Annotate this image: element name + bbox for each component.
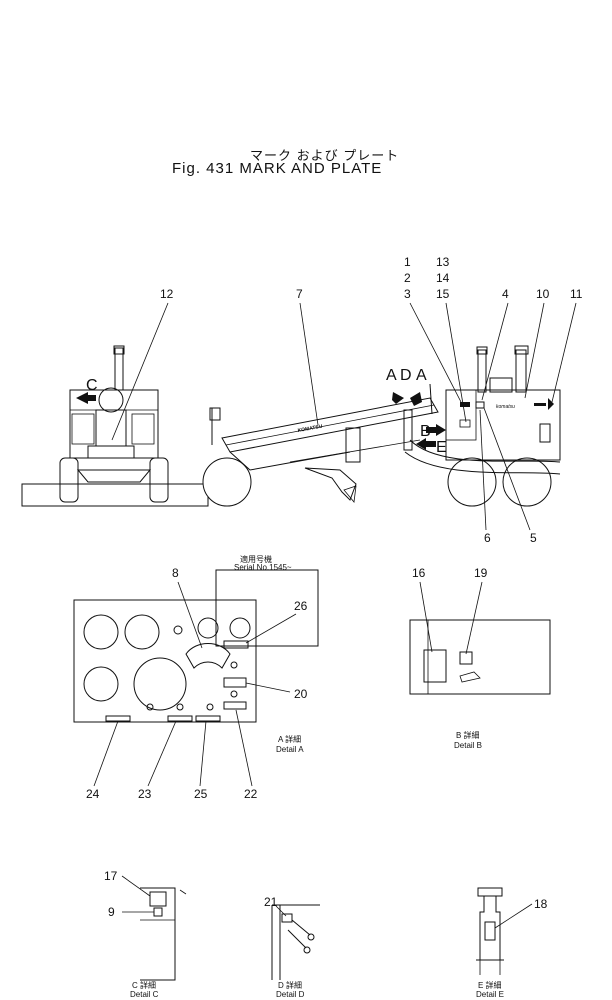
serial-note-jp: 適用号機 bbox=[240, 554, 272, 564]
callout-3: 3 bbox=[404, 287, 411, 301]
callout-2: 2 bbox=[404, 271, 411, 285]
callout-12: 12 bbox=[160, 287, 174, 301]
callout-26: 26 bbox=[294, 599, 308, 613]
detail-d-caption: Detail D bbox=[276, 990, 305, 999]
callout-24: 24 bbox=[86, 787, 100, 801]
callout-17: 17 bbox=[104, 869, 118, 883]
callout-13: 13 bbox=[436, 255, 450, 269]
callout-25: 25 bbox=[194, 787, 208, 801]
serial-note: Serial No.1545~ bbox=[234, 563, 292, 572]
detail-b-caption-jp: B 詳細 bbox=[456, 730, 480, 740]
view-letter-a: A bbox=[386, 367, 397, 384]
svg-text:komatsu: komatsu bbox=[496, 404, 515, 410]
callout-1: 1 bbox=[404, 255, 411, 269]
callout-10: 10 bbox=[536, 287, 550, 301]
detail-a-caption-jp: A 詳細 bbox=[278, 734, 301, 744]
view-letter-d: D bbox=[400, 367, 412, 384]
view-letter-a-2: A bbox=[416, 367, 427, 384]
front-view bbox=[21, 345, 209, 507]
komatsu-decal: KOMATSU bbox=[297, 424, 323, 434]
figure-title-jp: マーク および プレート bbox=[250, 148, 400, 163]
callout-20: 20 bbox=[294, 687, 308, 701]
callout-16: 16 bbox=[412, 566, 426, 580]
view-letter-e: E bbox=[436, 439, 447, 456]
callout-11: 11 bbox=[570, 287, 583, 301]
leader-lines bbox=[93, 302, 577, 929]
callout-23: 23 bbox=[138, 787, 152, 801]
callout-4: 4 bbox=[502, 287, 509, 301]
view-letter-b: B bbox=[420, 423, 431, 440]
detail-c-caption-jp: C 詳細 bbox=[132, 980, 156, 990]
detail-b-view bbox=[409, 619, 551, 695]
detail-c-caption: Detail C bbox=[130, 990, 159, 999]
callout-15: 15 bbox=[436, 287, 450, 301]
callout-8: 8 bbox=[172, 566, 179, 580]
detail-a-panel bbox=[73, 569, 319, 723]
callout-5: 5 bbox=[530, 531, 537, 545]
detail-e-caption: Detail E bbox=[476, 990, 504, 999]
callout-6: 6 bbox=[484, 531, 491, 545]
detail-a-caption: Detail A bbox=[276, 745, 304, 754]
detail-e-view bbox=[476, 887, 504, 975]
callout-22: 22 bbox=[244, 787, 258, 801]
view-letter-c: C bbox=[86, 377, 98, 394]
detail-c-view bbox=[140, 887, 187, 981]
callout-21: 21 bbox=[264, 895, 278, 909]
callout-19: 19 bbox=[474, 566, 488, 580]
callout-7: 7 bbox=[296, 287, 303, 301]
detail-d-caption-jp: D 詳細 bbox=[278, 980, 302, 990]
side-view: komatsu bbox=[202, 345, 561, 507]
callout-14: 14 bbox=[436, 271, 450, 285]
detail-d-view bbox=[271, 904, 320, 980]
callout-9: 9 bbox=[108, 905, 115, 919]
callout-18: 18 bbox=[534, 897, 548, 911]
detail-e-caption-jp: E 詳細 bbox=[478, 980, 502, 990]
detail-b-caption: Detail B bbox=[454, 741, 482, 750]
figure-title: Fig. 431 MARK AND PLATE bbox=[172, 160, 383, 177]
